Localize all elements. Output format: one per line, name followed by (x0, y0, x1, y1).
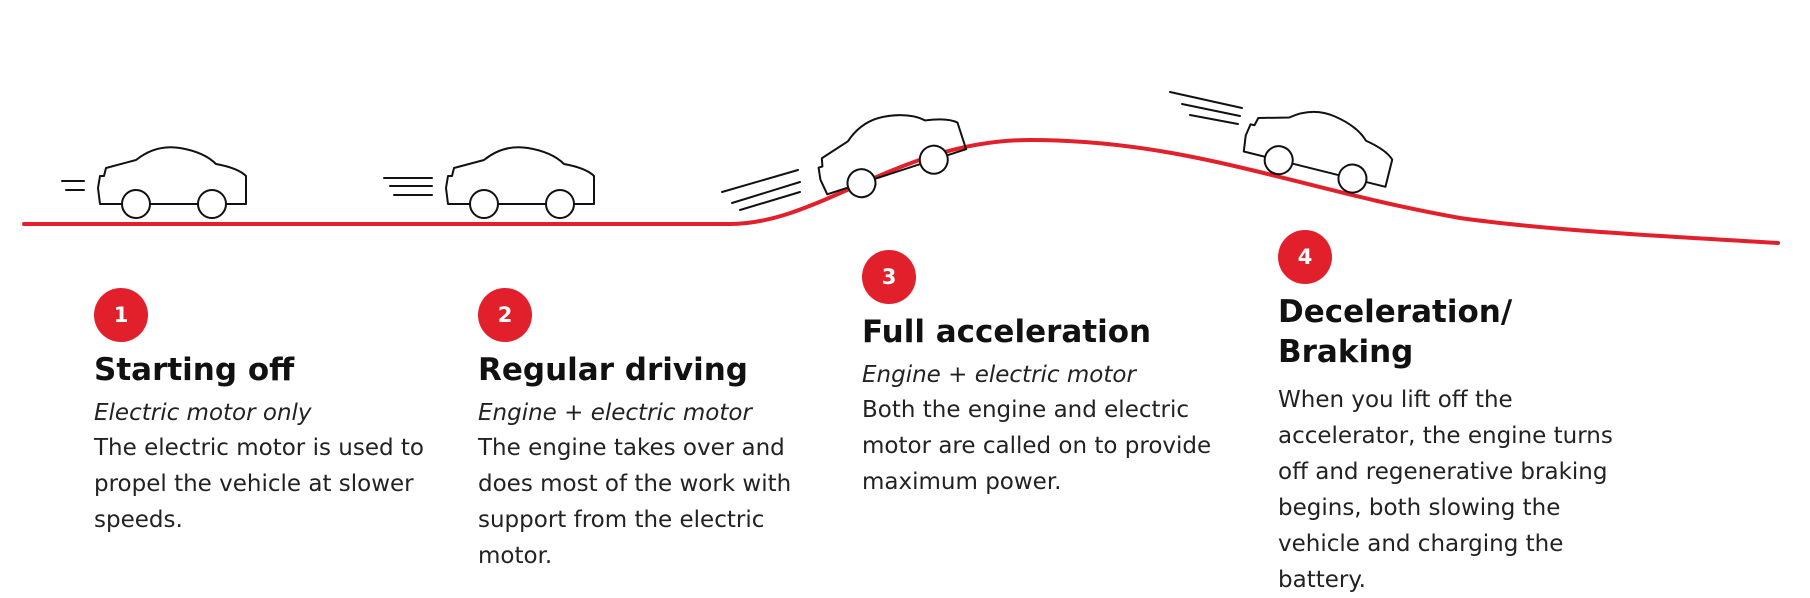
speed-lines-icon-3 (721, 169, 801, 211)
speed-lines-icon-1 (61, 180, 85, 191)
step-number-badge: 1 (94, 288, 148, 342)
speed-lines-icon-2 (383, 177, 433, 196)
step-title: Starting off (94, 352, 295, 388)
road-illustration (22, 91, 1780, 245)
step-description: Both the engine and electric motor are c… (862, 397, 1212, 495)
step-subtitle: Electric motor only (94, 400, 312, 426)
step-description: When you lift off the accelerator, the e… (1278, 387, 1613, 593)
car-icon-regular-driving (445, 146, 595, 219)
speed-lines-icon-4 (1169, 91, 1243, 125)
step-title: Full acceleration (862, 314, 1152, 350)
step-title: Regular driving (478, 352, 748, 388)
step-subtitle: Engine + electric motor (862, 362, 1136, 388)
road-line (22, 137, 1780, 245)
step-title: Deceleration/ Braking (1278, 294, 1513, 370)
step-full-acceleration: 3 Full acceleration Engine + electric mo… (862, 250, 1242, 500)
car-icon-full-acceleration (806, 94, 972, 210)
step-subtitle: Engine + electric motor (478, 400, 752, 426)
step-regular-driving: 2 Regular driving Engine + electric moto… (478, 288, 858, 574)
car-icon-deceleration (1237, 94, 1401, 202)
step-description: The engine takes over and does most of t… (478, 435, 792, 569)
step-description: The electric motor is used to propel the… (94, 435, 424, 533)
step-number-badge: 2 (478, 288, 532, 342)
car-icon-starting-off (97, 146, 247, 219)
step-deceleration-braking: 4 Deceleration/ Braking When you lift of… (1278, 230, 1658, 598)
step-starting-off: 1 Starting off Electric motor only The e… (94, 288, 474, 538)
step-number-badge: 4 (1278, 230, 1332, 284)
step-number-badge: 3 (862, 250, 916, 304)
